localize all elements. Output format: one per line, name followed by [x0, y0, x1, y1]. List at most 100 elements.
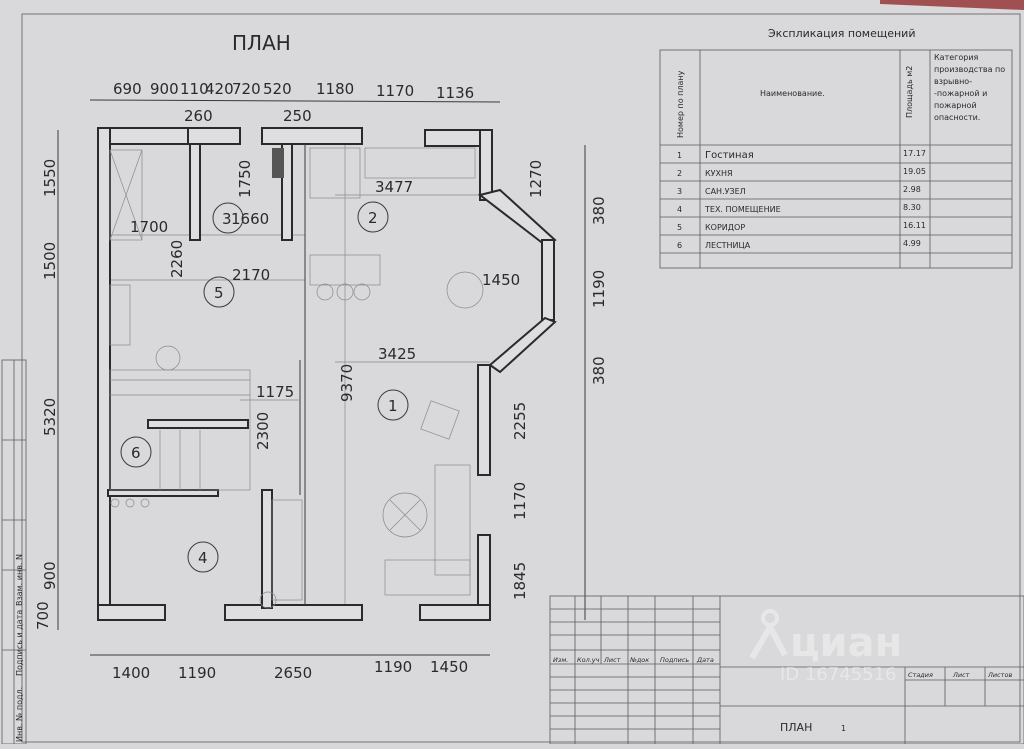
svg-text:производства по: производства по — [934, 65, 1005, 74]
cian-watermark: циан ID 16745516 — [749, 609, 902, 685]
red-background-corner — [880, 0, 1024, 10]
explication-table: Экспликация помещений Номер по плану Наи… — [659, 27, 1013, 269]
dim-bottom: 1450 — [430, 658, 468, 676]
svg-text:16.11: 16.11 — [903, 221, 926, 230]
dim-left: 700 — [34, 601, 52, 630]
svg-text:4.99: 4.99 — [903, 239, 921, 248]
room-marker-5: 5 — [203, 276, 235, 308]
dim-top: 1136 — [436, 84, 474, 102]
inner-dimensions: 1750 1660 1700 2260 2170 3477 1450 3425 … — [130, 160, 520, 450]
dim-left: 1500 — [41, 242, 59, 280]
dim-inner: 1660 — [231, 210, 269, 228]
title-block: Изм. Кол.уч Лист №док Подпись Дата Стади… — [549, 595, 1024, 745]
binding-label-replace: Взам. инв. N — [15, 554, 24, 606]
plan-title: ПЛАН — [232, 31, 291, 55]
svg-text:ТЕХ. ПОМЕЩЕНИЕ: ТЕХ. ПОМЕЩЕНИЕ — [704, 205, 781, 214]
room-marker-1: 1 — [377, 389, 409, 421]
binding-label-inv: Инв. № подл. — [15, 687, 24, 742]
svg-text:5: 5 — [214, 284, 224, 302]
tb-sheet: Лист — [952, 671, 970, 679]
dim-bottom: 2650 — [274, 664, 312, 682]
svg-text:КОРИДОР: КОРИДОР — [705, 223, 745, 232]
left-dimensions: 1550 1500 5320 900 700 — [34, 159, 59, 630]
svg-text:1: 1 — [388, 397, 398, 415]
explication-title: Экспликация помещений — [768, 27, 916, 40]
tb-col-list: Лист — [603, 656, 621, 664]
svg-text:КУХНЯ: КУХНЯ — [705, 169, 733, 178]
dim-top: 900 — [150, 80, 179, 98]
dim-inner: 2170 — [232, 266, 270, 284]
svg-text:4: 4 — [198, 549, 208, 567]
dim-bottom: 1190 — [374, 658, 412, 676]
dim-right: 1270 — [527, 160, 545, 198]
table-row: 3 САН.УЗЕЛ 2.98 — [677, 185, 921, 196]
dim-right: 1190 — [590, 270, 608, 308]
bottom-dimensions: 1400 1190 2650 1190 1450 — [112, 658, 468, 682]
svg-text:-пожарной и: -пожарной и — [934, 89, 987, 98]
top-dimensions: 690 900 110 420 720 520 1180 1170 1136 2… — [113, 80, 474, 125]
room-marker-4: 4 — [187, 541, 219, 573]
shaft — [272, 148, 284, 178]
dim-inner: 1175 — [256, 383, 294, 401]
svg-text:2.98: 2.98 — [903, 185, 921, 194]
room-marker-3: 3 — [212, 202, 244, 234]
header-category: Категория — [934, 53, 979, 62]
svg-text:Гостиная: Гостиная — [705, 150, 754, 161]
tb-col-kolych: Кол.уч — [577, 656, 600, 664]
furniture — [109, 147, 484, 609]
svg-text:3: 3 — [677, 187, 682, 196]
svg-text:1: 1 — [677, 151, 682, 160]
dim-inner: 1750 — [236, 160, 254, 198]
tb-col-data: Дата — [696, 656, 714, 664]
dim-right: 380 — [590, 196, 608, 225]
dim-right: 380 — [590, 356, 608, 385]
svg-text:17.17: 17.17 — [903, 149, 926, 158]
header-number: Номер по плану — [676, 70, 685, 138]
dim-inner: 2260 — [168, 240, 186, 278]
dimension-lines — [57, 99, 586, 656]
header-area: Площадь м2 — [905, 66, 914, 118]
room-markers: 1 2 3 4 5 6 — [120, 201, 409, 573]
cian-logo-icon — [761, 609, 779, 627]
room-marker-2: 2 — [357, 201, 389, 233]
dim-inner: 9370 — [338, 364, 356, 402]
staircase — [109, 369, 251, 491]
svg-text:пожарной: пожарной — [934, 101, 977, 110]
tb-sheet-name: ПЛАН — [780, 721, 812, 734]
tb-sheets: Листов — [987, 671, 1012, 679]
dim-bottom: 1400 — [112, 664, 150, 682]
dim-inner: 3425 — [378, 345, 416, 363]
svg-text:опасности.: опасности. — [934, 113, 980, 122]
watermark-id: ID 16745516 — [780, 664, 897, 685]
dim-top-inner: 250 — [283, 107, 312, 125]
dim-inner: 3477 — [375, 178, 413, 196]
tb-col-podpis: Подпись — [660, 656, 689, 664]
svg-text:6: 6 — [677, 241, 682, 250]
dim-bottom: 1190 — [178, 664, 216, 682]
dim-left: 1550 — [41, 159, 59, 197]
binding-strip: Инв. № подл. Подпись и дата Взам. инв. N — [1, 359, 27, 745]
svg-text:САН.УЗЕЛ: САН.УЗЕЛ — [705, 187, 746, 196]
svg-text:4: 4 — [677, 205, 682, 214]
svg-text:19.05: 19.05 — [903, 167, 926, 176]
header-name: Наименование. — [760, 89, 825, 98]
walls — [97, 127, 557, 621]
sheet-frame — [21, 13, 1021, 743]
svg-text:6: 6 — [131, 444, 141, 462]
svg-text:3: 3 — [222, 210, 232, 228]
table-row: 1 Гостиная 17.17 — [677, 149, 926, 161]
dim-top-inner: 260 — [184, 107, 213, 125]
right-dimensions: 1270 380 1190 380 2255 1170 1845 — [511, 160, 608, 600]
tb-col-ndok: №док — [629, 656, 649, 664]
dim-inner: 1450 — [482, 271, 520, 289]
svg-text:8.30: 8.30 — [903, 203, 921, 212]
dim-top: 110 — [180, 80, 209, 98]
tb-col-izm: Изм. — [553, 656, 568, 664]
dim-top: 1180 — [316, 80, 354, 98]
dim-left: 5320 — [41, 398, 59, 436]
